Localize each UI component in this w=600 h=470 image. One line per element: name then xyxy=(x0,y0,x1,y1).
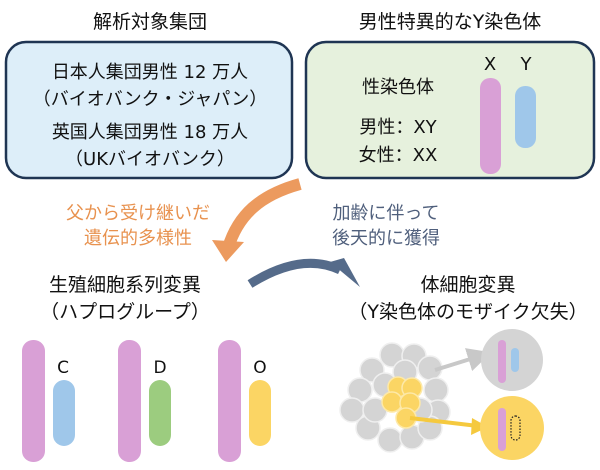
x-chromosome-icon xyxy=(118,340,141,462)
y-chromosome-icon xyxy=(511,348,519,372)
normal-cell-arrow xyxy=(434,348,492,372)
y-chromosome-icon xyxy=(249,380,271,446)
inherited-arrowhead-icon xyxy=(212,240,244,262)
population-line-3: 英国人集団男性 18 万人 xyxy=(52,122,248,143)
mosaic-loss-cell-icon xyxy=(480,396,544,460)
y-chromosome-icon xyxy=(515,86,536,148)
haplogroup-c: C xyxy=(22,340,75,462)
lost-y-chromosome-icon xyxy=(510,415,521,441)
cell-cluster-icon xyxy=(339,342,451,453)
left-panel-title: 解析対象集団 xyxy=(93,11,207,33)
x-label: X xyxy=(484,54,496,75)
inherited-text-2: 遺伝的多様性 xyxy=(84,228,192,249)
x-chromosome-icon xyxy=(22,340,45,462)
population-line-2: （バイオバンク・ジャパン） xyxy=(33,89,268,110)
somatic-subtitle: （Y染色体のモザイク欠失） xyxy=(348,301,587,323)
acquired-text-1: 加齢に伴って xyxy=(332,203,439,224)
somatic-title: 体細胞変異 xyxy=(420,274,515,296)
acquired-arrow xyxy=(247,258,342,288)
study-population-box xyxy=(4,40,294,180)
haplogroup-label: O xyxy=(253,358,266,378)
population-line-1: 日本人集団男性 12 万人 xyxy=(52,62,248,83)
inherited-arrow xyxy=(222,178,302,250)
germline-title: 生殖細胞系列変異 xyxy=(49,274,201,296)
x-chromosome-icon xyxy=(480,78,501,174)
x-chromosome-icon xyxy=(498,408,506,451)
sex-chromosome-label: 性染色体 xyxy=(362,77,434,98)
female-label: 女性：XX xyxy=(359,145,438,166)
haplogroup-o: O xyxy=(218,340,271,462)
inherited-text-1: 父から受け継いだ xyxy=(66,203,210,224)
population-line-4: （UKバイオバンク） xyxy=(65,149,235,170)
acquired-text-2: 後天的に獲得 xyxy=(332,228,440,249)
y-chromosome-icon xyxy=(149,380,171,446)
mosaic-cell-arrow xyxy=(409,416,479,428)
mosaic-cells-icon xyxy=(381,376,423,429)
mosaic-arrowhead-icon xyxy=(471,418,488,435)
x-chromosome-icon xyxy=(498,340,506,383)
y-chromosome-box xyxy=(304,40,596,180)
haplogroup-d: D xyxy=(118,340,171,462)
haplogroup-label: C xyxy=(57,358,69,378)
y-label: Y xyxy=(520,54,533,75)
acquired-arrowhead-icon xyxy=(330,258,360,287)
right-panel-title: 男性特異的なY染色体 xyxy=(359,11,542,33)
germline-subtitle: （ハプログループ） xyxy=(40,301,210,323)
x-chromosome-icon xyxy=(218,340,241,462)
haplogroup-label: D xyxy=(153,358,166,378)
y-chromosome-icon xyxy=(53,380,75,446)
male-label: 男性：XY xyxy=(359,117,437,138)
